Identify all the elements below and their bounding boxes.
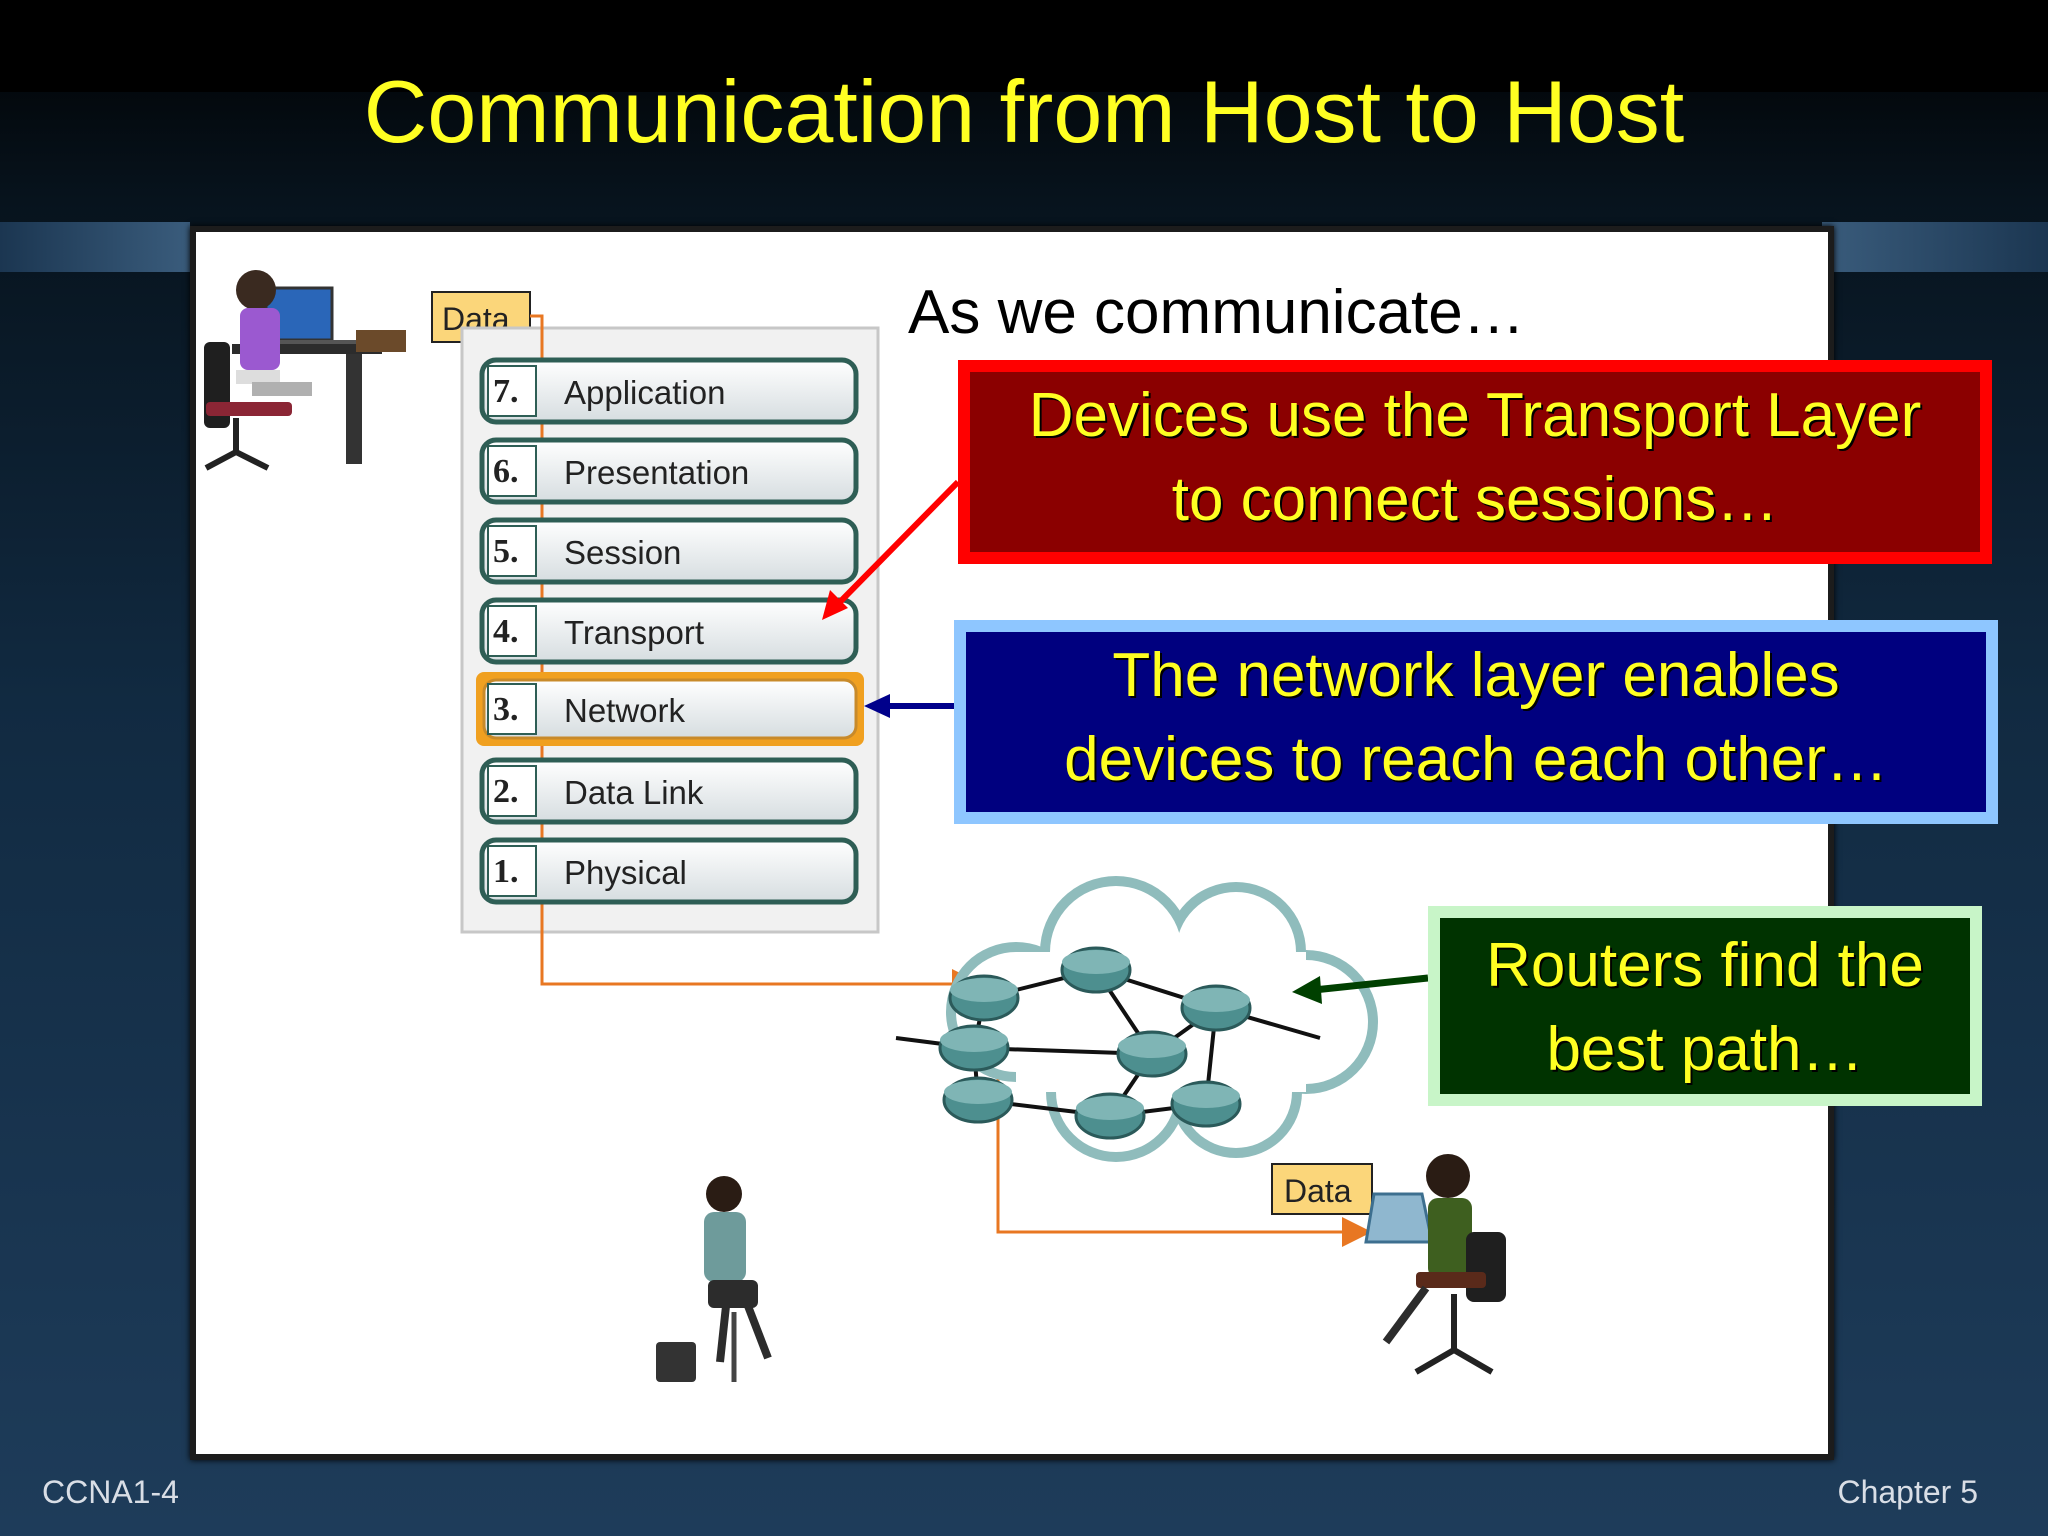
sender-at-desk-illustration bbox=[204, 270, 406, 471]
layer-number: 2. bbox=[493, 773, 519, 810]
footer-chapter: Chapter 5 bbox=[1837, 1474, 1978, 1510]
router-icon bbox=[1170, 1080, 1242, 1128]
osi-layer-6: 6. Presentation bbox=[479, 437, 859, 505]
transport-callout-line2: to connect sessions… bbox=[1171, 465, 1779, 534]
layer-number: 7. bbox=[493, 373, 519, 410]
data-tag-bottom: Data bbox=[1284, 1173, 1352, 1209]
router-icon bbox=[948, 974, 1020, 1022]
router-icon bbox=[1060, 946, 1132, 994]
osi-layer-1: 1. Physical bbox=[479, 837, 859, 905]
transport-arrow bbox=[833, 479, 961, 609]
diagram-panel: Data 7. Application 6. Presentation 5. S… bbox=[190, 226, 1998, 1460]
layer-label: Transport bbox=[564, 614, 704, 651]
network-arrow-head bbox=[864, 694, 890, 718]
network-cloud bbox=[946, 876, 1378, 1162]
osi-layer-2: 2. Data Link bbox=[479, 757, 859, 825]
router-icon bbox=[1116, 1030, 1188, 1078]
layer-label: Network bbox=[564, 692, 686, 729]
network-callout-line2: devices to reach each other… bbox=[1064, 725, 1888, 794]
routers-callout-line1: Routers find the bbox=[1486, 931, 1924, 1000]
decorative-band-left bbox=[0, 222, 190, 272]
osi-layer-3-highlighted: 3. Network bbox=[476, 672, 864, 746]
layer-number: 1. bbox=[493, 853, 519, 890]
transport-callout: Devices use the Transport Layer to conne… bbox=[958, 360, 1992, 564]
seated-person-illustration bbox=[656, 1176, 772, 1382]
decorative-band-right bbox=[1822, 222, 2048, 272]
data-tag-bottom-box bbox=[1271, 1163, 1373, 1215]
osi-layer-7: 7. Application bbox=[479, 357, 859, 425]
routers-arrow bbox=[1313, 974, 1429, 994]
top-band bbox=[0, 0, 2048, 92]
footer-course: CCNA1-4 bbox=[42, 1474, 179, 1510]
layer-number: 6. bbox=[493, 453, 519, 490]
routers-arrow-head bbox=[1292, 976, 1322, 1004]
layer-number: 4. bbox=[493, 613, 519, 650]
router-icon bbox=[942, 1076, 1014, 1124]
receiver-at-laptop-illustration bbox=[1364, 1154, 1506, 1375]
transport-arrow-head bbox=[822, 590, 848, 620]
router-icon bbox=[938, 1024, 1010, 1072]
layer-label: Physical bbox=[564, 854, 687, 891]
osi-network-diagram: Data 7. Application 6. Presentation 5. S… bbox=[204, 270, 1506, 1382]
router-icon bbox=[1180, 984, 1252, 1032]
layer-number: 3. bbox=[493, 691, 519, 728]
router-icon bbox=[1074, 1092, 1146, 1140]
routers-callout: Routers find the best path… bbox=[1428, 906, 1982, 1106]
layer-label: Presentation bbox=[564, 454, 749, 491]
transport-callout-line1: Devices use the Transport Layer bbox=[1028, 381, 1922, 450]
slide-title: Communication from Host to Host bbox=[363, 62, 1685, 161]
layer-label: Session bbox=[564, 534, 681, 571]
osi-layer-5: 5. Session bbox=[479, 517, 859, 585]
diagram-caption: As we communicate… bbox=[908, 278, 1525, 347]
layer-label: Application bbox=[564, 374, 725, 411]
network-callout-line1: The network layer enables bbox=[1112, 641, 1840, 710]
osi-layer-4: 4. Transport bbox=[479, 597, 859, 665]
layer-number: 5. bbox=[493, 533, 519, 570]
network-callout: The network layer enables devices to rea… bbox=[954, 620, 1998, 824]
routers-callout-line2: best path… bbox=[1546, 1015, 1864, 1084]
layer-label: Data Link bbox=[564, 774, 704, 811]
